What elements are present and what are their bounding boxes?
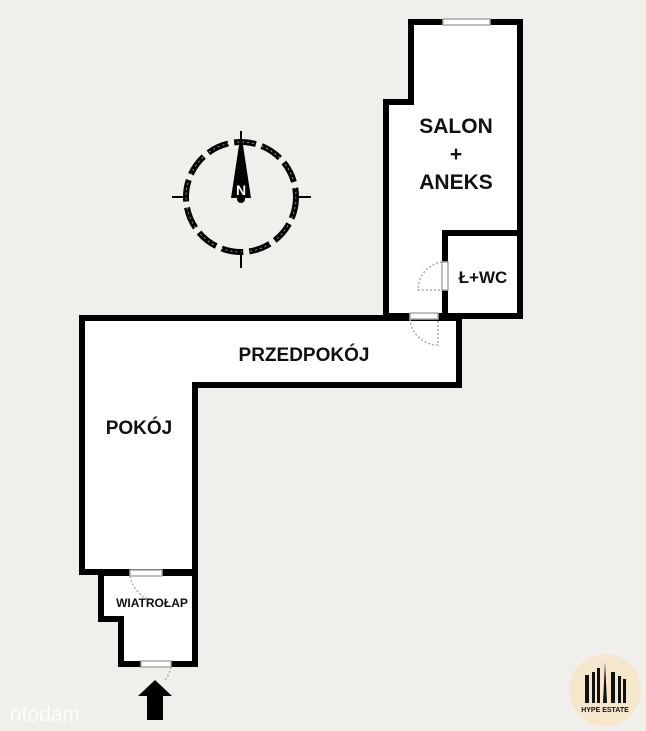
door-opening	[140, 660, 172, 668]
window	[442, 18, 491, 26]
door-opening	[129, 569, 163, 577]
vestibule-room	[98, 570, 198, 667]
agency-logo-text: HYPE ESTATE	[581, 707, 629, 714]
compass-icon: N	[172, 131, 311, 268]
room-label-salon: SALON	[419, 115, 493, 138]
otodam-watermark: otodam	[10, 703, 80, 726]
door-opening	[409, 312, 439, 320]
agency-logo: HYPE ESTATE	[569, 654, 641, 726]
entrance-arrow-icon	[138, 680, 172, 720]
door-opening	[441, 261, 449, 291]
room-label-pokoj: POKÓJ	[106, 417, 173, 439]
room-label-hallway: PRZEDPOKÓJ	[239, 344, 370, 366]
room-label-bathroom: Ł+WC	[459, 268, 508, 287]
compass-north-label: N	[236, 182, 246, 198]
room-label-aneks: ANEKS	[419, 171, 493, 194]
room-label-salon-plus: +	[450, 143, 462, 166]
room-label-vestibule: WIATROŁAP	[116, 596, 188, 610]
